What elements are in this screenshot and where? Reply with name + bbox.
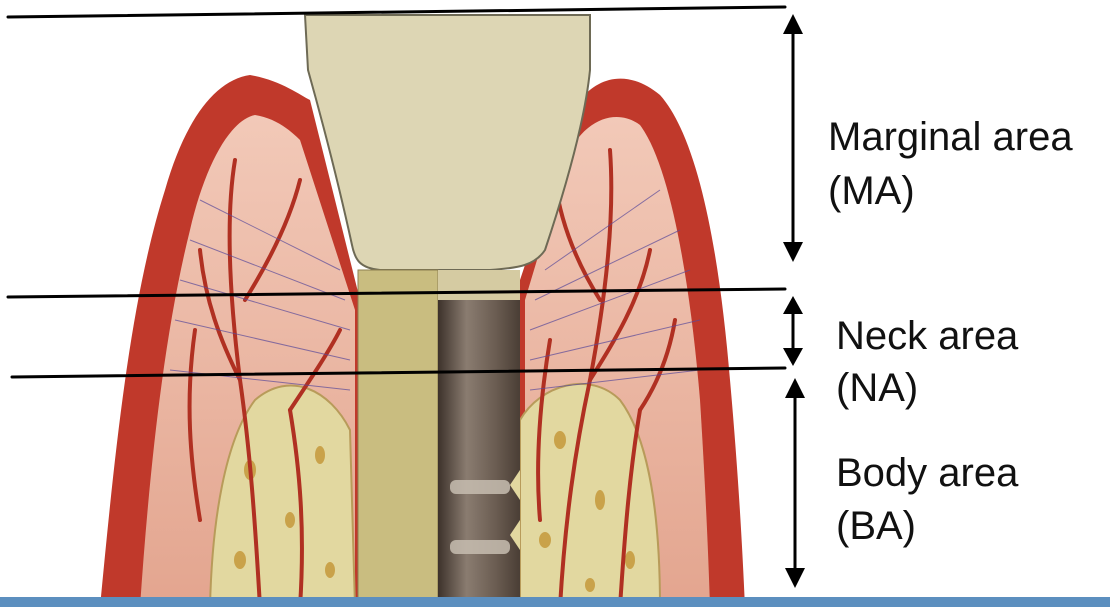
implant-collar — [438, 270, 520, 300]
crown — [305, 15, 590, 270]
marginal-area-abbr: (MA) — [828, 168, 915, 214]
bottom-accent-bar — [0, 597, 1110, 607]
marginal-area-arrow — [783, 14, 803, 262]
dimension-arrows — [783, 14, 805, 588]
body-area-arrow — [785, 378, 805, 588]
marginal-area-label: Marginal area — [828, 114, 1073, 160]
body-area-label: Body area — [836, 450, 1018, 496]
neck-area-arrow — [783, 296, 803, 366]
neck-area-label: Neck area — [836, 313, 1018, 359]
body-area-abbr: (BA) — [836, 503, 916, 549]
implant-body — [438, 270, 520, 607]
neck-area-abbr: (NA) — [836, 365, 918, 411]
abutment — [358, 270, 438, 607]
